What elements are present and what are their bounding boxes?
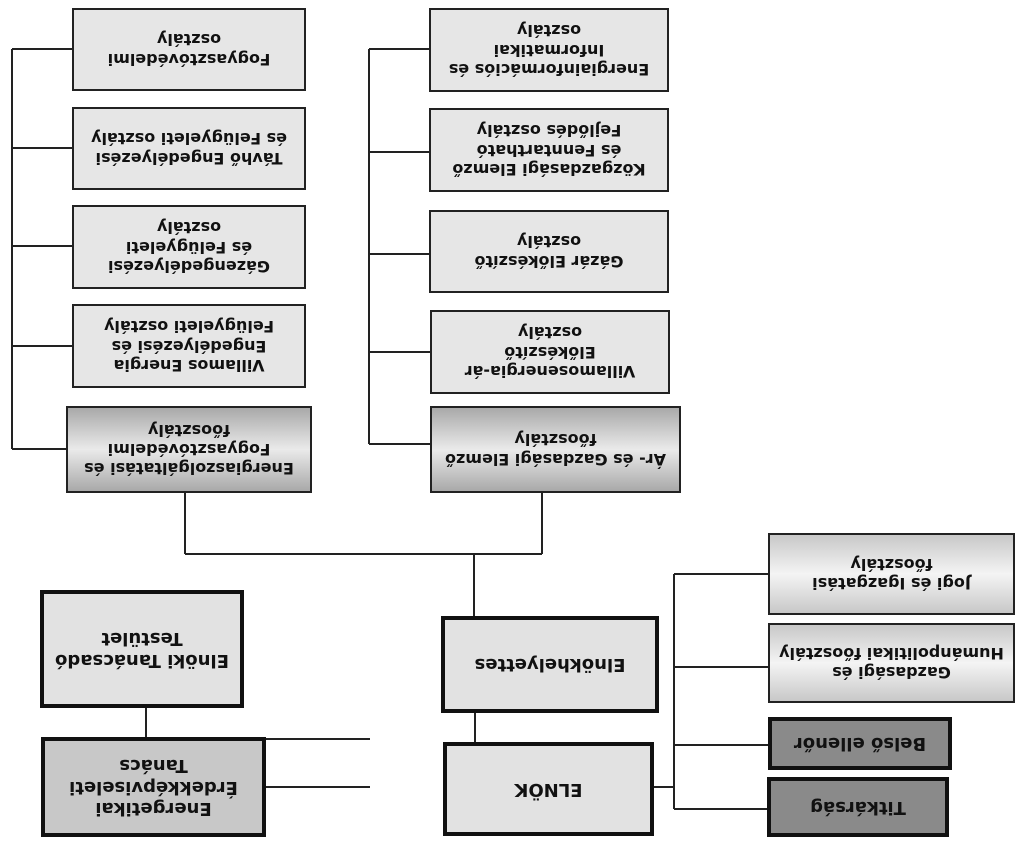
node-label-line: Ár- és Gazdasági Elemző [445, 449, 666, 469]
node-label-line: Tanács [119, 755, 188, 777]
node-label-line: Elnökhelyettes [474, 654, 626, 676]
node-label-line: Közgazdasági Elemző [452, 159, 646, 179]
node-label-line: osztály [517, 323, 583, 343]
node-label-line: Energiainformációs és [448, 59, 650, 79]
node-label-line: főosztály [850, 555, 933, 574]
node-label-line: Fejlődés osztály [476, 121, 622, 141]
node-label-line: Energetikai [95, 798, 212, 820]
node-label-line: Gázengedélyezési [107, 256, 271, 276]
node-label-line: Testület [101, 628, 183, 649]
node-label-line: osztály [516, 21, 582, 41]
node-label-line: és Felügyeleti [125, 237, 253, 257]
node-label-line: és Felügyeleti osztály [91, 129, 287, 149]
node-label-line: Belső ellenőr [793, 733, 927, 755]
node-label-line: Gázár Előkészítő [474, 251, 624, 271]
node-label-line: osztály [516, 232, 582, 252]
node-label-line: Elnöki Tanácsadó [55, 649, 229, 671]
node-elnokhelyettes: Elnökhelyettes [441, 616, 659, 713]
node-elnok: ELNÖK [443, 742, 654, 836]
node-label-line: Titkárság [810, 796, 906, 818]
node-label-line: ELNÖK [514, 778, 583, 800]
node-belso-ellenor: Belső ellenőr [768, 717, 952, 770]
node-label-line: Jogi és Igazgatási [812, 574, 971, 594]
node-label-line: Felügyeleti osztály [104, 317, 274, 337]
node-titkarsag: Titkárság [767, 777, 949, 837]
node-label-line: Gazdasági és [832, 663, 951, 683]
node-label-line: Engedélyezési és [111, 336, 267, 356]
node-label-line: osztály [156, 218, 222, 238]
node-label-line: osztály [156, 30, 222, 50]
node-label-line: Energiaszolgáltatási és [84, 459, 294, 479]
node-label-line: Előkészítő [504, 342, 596, 362]
node-label-line: és Fenntartható [476, 140, 622, 160]
node-label-line: Villamos Energia [113, 355, 265, 375]
node-label-line: Fogyasztóvédelmi [107, 440, 271, 460]
node-label-line: Fogyasztóvédelmi [107, 49, 271, 69]
node-label-line: Informatikai [493, 40, 605, 60]
node-label-line: Humánpolitikai főosztály [779, 644, 1004, 663]
node-label-line: Érdekképviseleti [69, 776, 238, 798]
node-label-line: Távhő Engedélyezési [95, 148, 283, 168]
node-label-line: Villamosenergia-ár [464, 361, 636, 381]
node-label-line: főosztály [147, 420, 231, 440]
node-label-line: főosztály [514, 430, 597, 450]
